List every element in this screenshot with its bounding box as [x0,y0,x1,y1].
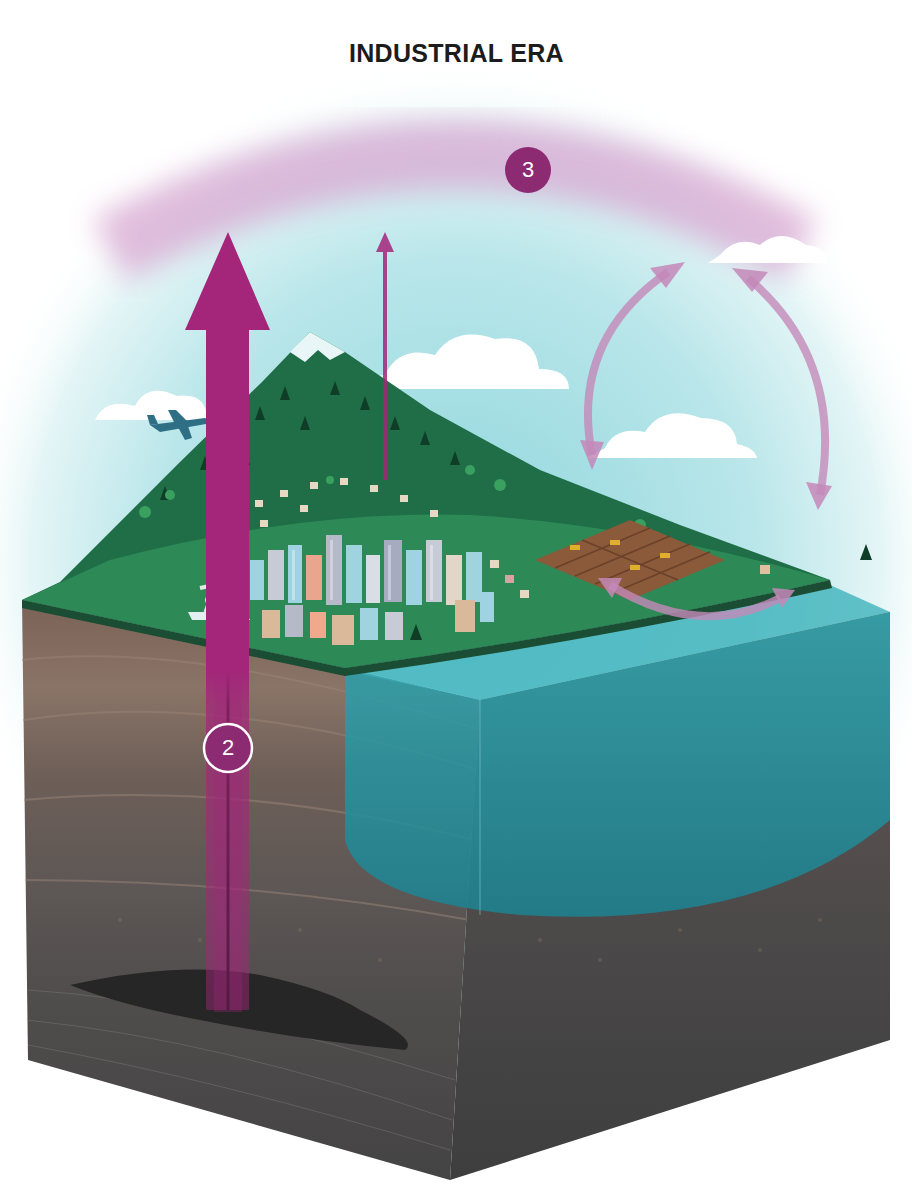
callout-number: 3 [522,159,534,181]
clouds [95,236,826,458]
land-mountain [22,332,830,668]
exchange-arrows [588,272,825,616]
airplane [147,410,209,440]
diagram-title: INDUSTRIAL ERA [349,39,564,68]
callout-circle [204,724,252,772]
callout-number: 2 [222,737,234,759]
callout-circle [505,147,551,193]
emission-arrow [185,232,270,1010]
farm-field [535,520,725,600]
city [250,535,494,645]
land-use-arrow [376,232,394,480]
